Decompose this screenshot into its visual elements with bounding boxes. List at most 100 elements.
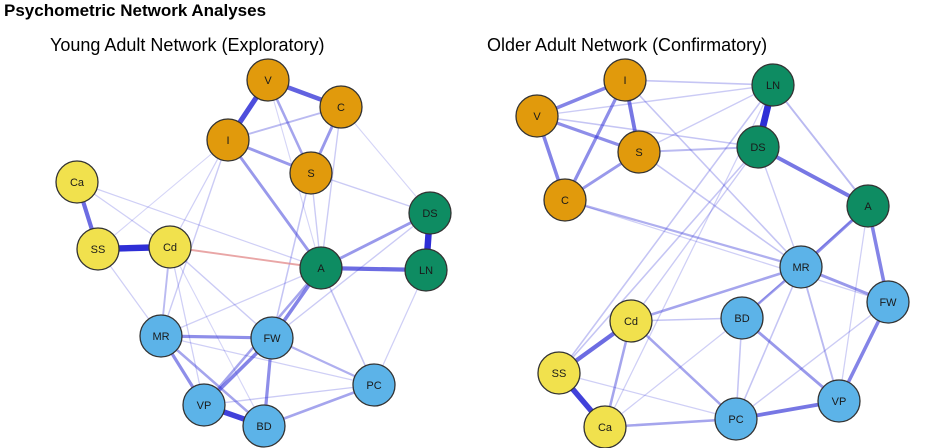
node-label: VP: [832, 396, 847, 408]
node-label: SS: [91, 244, 106, 256]
edge-PC-Cd: [629, 319, 738, 421]
node-label: A: [317, 263, 325, 275]
node-label: BD: [734, 313, 749, 325]
edge-MR-A: [160, 267, 322, 337]
node-Cd: Cd: [148, 225, 192, 269]
edge-SS-I: [97, 139, 229, 250]
edge-VP-PC: [203, 384, 375, 406]
node-circle: [246, 58, 290, 102]
node-MR: MR: [779, 245, 823, 289]
node-BD: BD: [242, 404, 286, 448]
node-FW: FW: [866, 280, 910, 324]
node-circle: [139, 314, 183, 358]
node-circle: [299, 246, 343, 290]
node-circle: [714, 397, 758, 441]
node-label: DS: [422, 208, 437, 220]
edge-DS-FW: [271, 212, 431, 339]
node-LN: LN: [404, 248, 448, 292]
edge-MR-VP: [800, 266, 840, 402]
node-label: I: [226, 135, 229, 147]
node-Ca: Ca: [583, 405, 627, 448]
node-MR: MR: [139, 314, 183, 358]
node-label: LN: [766, 80, 780, 92]
node-circle: [289, 151, 333, 195]
edge-MR-PC: [160, 335, 375, 386]
node-label: FW: [263, 333, 281, 345]
node-circle: [846, 184, 890, 228]
node-circle: [182, 383, 226, 427]
node-circle: [206, 118, 250, 162]
edge-Cd-VP: [169, 246, 205, 406]
young-network-title: Young Adult Network (Exploratory): [50, 35, 325, 55]
node-label: S: [307, 168, 314, 180]
edge-C-FW: [564, 199, 889, 303]
node-LN: LN: [751, 63, 795, 107]
node-label: MR: [152, 331, 169, 343]
edge-MR-Cd: [629, 265, 803, 323]
node-label: Cd: [624, 316, 638, 328]
edge-LN-SS: [558, 84, 774, 374]
node-SS: SS: [537, 351, 581, 395]
edge-V-LN: [536, 84, 774, 117]
edge-Ca-A: [76, 181, 322, 269]
node-DS: DS: [736, 125, 780, 169]
node-label: C: [337, 102, 345, 114]
node-C: C: [543, 178, 587, 222]
edge-I-MR: [160, 139, 229, 337]
node-Ca: Ca: [55, 160, 99, 204]
edge-LN-A: [772, 84, 869, 207]
node-circle: [779, 245, 823, 289]
older-network-edges: [535, 78, 890, 430]
node-circle: [76, 227, 120, 271]
node-label: Cd: [163, 242, 177, 254]
edge-I-A: [226, 138, 323, 270]
node-circle: [250, 316, 294, 360]
edge-C-A: [320, 106, 342, 269]
node-label: Ca: [598, 422, 613, 434]
node-PC: PC: [714, 397, 758, 441]
node-label: DS: [750, 142, 765, 154]
node-PC: PC: [352, 363, 396, 407]
node-label: SS: [552, 368, 567, 380]
edge-C-DS: [340, 106, 431, 214]
node-circle: [408, 191, 452, 235]
node-label: FW: [879, 297, 897, 309]
edge-Cd-A: [169, 246, 322, 269]
node-label: BD: [256, 421, 271, 433]
edge-C-MR: [563, 198, 803, 269]
node-A: A: [846, 184, 890, 228]
node-label: LN: [419, 265, 433, 277]
node-C: C: [319, 85, 363, 129]
edge-V-DS: [536, 115, 759, 148]
node-VP: VP: [182, 383, 226, 427]
node-VP: VP: [817, 379, 861, 423]
edge-DS-Cd: [630, 146, 759, 322]
edge-Ca-BD: [604, 317, 743, 428]
edge-A-VP: [838, 205, 869, 402]
node-label: PC: [366, 380, 381, 392]
node-label: VP: [197, 400, 212, 412]
node-label: V: [264, 75, 272, 87]
node-label: V: [533, 111, 541, 123]
node-circle: [603, 58, 647, 102]
edge-Cd-FW: [169, 246, 273, 339]
node-circle: [352, 363, 396, 407]
node-V: V: [515, 94, 559, 138]
node-circle: [720, 296, 764, 340]
node-circle: [543, 178, 587, 222]
edge-I-MR: [624, 79, 802, 268]
figure-title: Psychometric Network Analyses: [4, 1, 267, 20]
node-circle: [242, 404, 286, 448]
node-I: I: [206, 118, 250, 162]
node-label: I: [623, 75, 626, 87]
node-label: PC: [728, 414, 743, 426]
node-circle: [866, 280, 910, 324]
edge-MR-PC: [735, 266, 802, 420]
node-label: C: [561, 195, 569, 207]
node-circle: [404, 248, 448, 292]
node-label: A: [864, 201, 872, 213]
node-circle: [537, 351, 581, 395]
edge-I-LN: [624, 79, 774, 86]
